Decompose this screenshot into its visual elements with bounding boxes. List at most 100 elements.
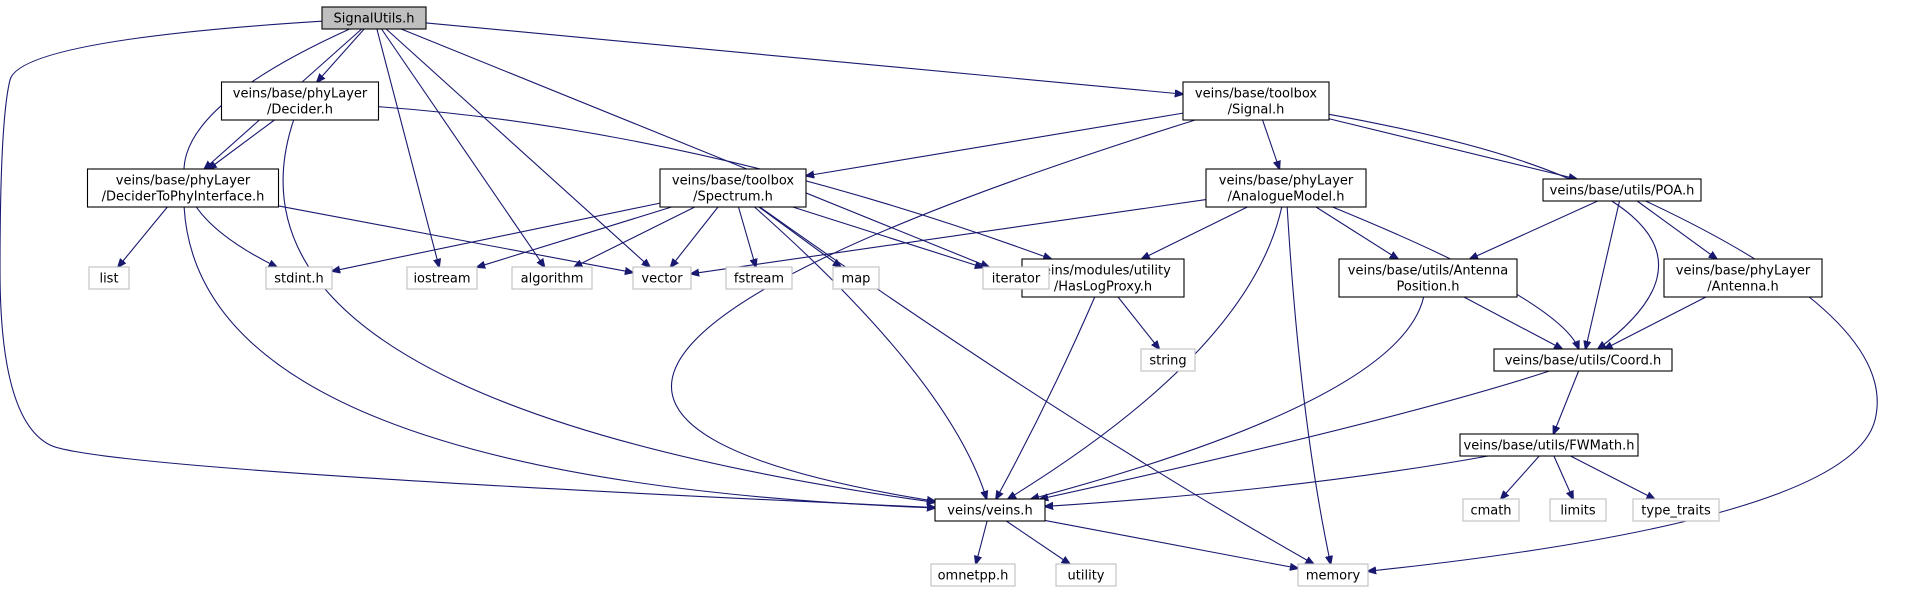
- node-cmath: cmath: [1462, 498, 1520, 522]
- edge-veins-to-omnetpp: [976, 520, 988, 564]
- node-fwmath[interactable]: veins/base/utils/FWMath.h: [1459, 433, 1639, 457]
- edge-antennapos-to-veins: [1031, 296, 1425, 499]
- node-label: omnetpp.h: [938, 569, 1009, 584]
- edge-layer: [0, 20, 1878, 571]
- edge-decider-to-haslogproxy: [378, 106, 1052, 259]
- node-label: Position.h: [1397, 280, 1460, 295]
- node-label: stdint.h: [274, 272, 323, 287]
- node-analogue[interactable]: veins/base/phyLayer/AnalogueModel.h: [1205, 168, 1367, 208]
- node-label: /Decider.h: [267, 103, 333, 118]
- node-label: veins/base/toolbox: [1195, 87, 1317, 102]
- node-box: [1055, 563, 1117, 587]
- edge-signal-to-coord: [1328, 113, 1659, 349]
- edge-haslogproxy-to-veins: [996, 296, 1096, 499]
- node-label: veins/modules/utility: [1035, 264, 1171, 279]
- node-layer: SignalUtils.h veins/base/phyLayer/Decider…: [86, 6, 1823, 587]
- node-veins[interactable]: veins/veins.h: [934, 498, 1046, 522]
- edge-signalutils-to-signal: [425, 22, 1183, 94]
- edge-signalutils-to-iterator: [400, 28, 989, 267]
- edge-decidertophy-to-vector: [278, 205, 634, 273]
- node-iostream: iostream: [406, 266, 478, 290]
- node-vector: vector: [632, 266, 692, 290]
- node-label: veins/base/toolbox: [672, 174, 794, 189]
- node-label: /Spectrum.h: [693, 190, 773, 205]
- node-label: SignalUtils.h: [334, 12, 415, 27]
- edge-analogue-to-vector: [691, 198, 1207, 274]
- edge-analogue-to-antennapos: [1315, 206, 1398, 259]
- node-box: [1205, 168, 1367, 208]
- node-box: [1632, 498, 1720, 522]
- edge-spectrum-to-iostream: [477, 206, 672, 267]
- node-label: vector: [641, 272, 683, 287]
- node-limits: limits: [1549, 498, 1607, 522]
- node-box: [1297, 563, 1369, 587]
- edge-decider-to-veins: [282, 119, 935, 502]
- node-poa[interactable]: veins/base/utils/POA.h: [1542, 178, 1702, 202]
- node-label: /Signal.h: [1228, 103, 1285, 118]
- edge-poa-to-antenna: [1636, 200, 1717, 259]
- node-box: [1140, 348, 1196, 372]
- node-map: map: [832, 266, 880, 290]
- node-string: string: [1140, 348, 1196, 372]
- node-box: [1459, 433, 1639, 457]
- node-label: algorithm: [521, 272, 584, 287]
- edge-poa-to-antennapos: [1470, 200, 1598, 259]
- edge-coord-to-fwmath: [1553, 370, 1580, 434]
- edge-decidertophy-to-veins: [183, 206, 935, 508]
- edge-spectrum-to-iterator: [792, 206, 983, 268]
- edge-fwmath-to-type-traits: [1570, 455, 1654, 499]
- node-label: veins/base/phyLayer: [116, 174, 251, 189]
- node-box: [1338, 258, 1518, 298]
- edge-signal-to-poa: [1328, 118, 1577, 179]
- node-box: [930, 563, 1016, 587]
- edge-signalutils-to-veins: [0, 20, 935, 507]
- edge-fwmath-to-limits: [1553, 455, 1573, 499]
- node-spectrum[interactable]: veins/base/toolbox/Spectrum.h: [659, 168, 807, 208]
- node-label: veins/base/utils/Coord.h: [1505, 354, 1662, 369]
- node-box: [511, 266, 593, 290]
- edge-spectrum-to-stdint: [332, 202, 661, 271]
- node-box: [88, 266, 130, 290]
- node-signalutils[interactable]: SignalUtils.h: [321, 6, 427, 30]
- node-box: [1182, 81, 1330, 121]
- node-box: [1493, 348, 1673, 372]
- node-iterator: iterator: [982, 266, 1050, 290]
- node-label: iterator: [992, 272, 1041, 287]
- edge-antennapos-to-coord: [1463, 296, 1562, 349]
- edge-analogue-to-memory: [1286, 206, 1331, 564]
- node-box: [832, 266, 880, 290]
- node-label: memory: [1306, 569, 1361, 584]
- node-coord[interactable]: veins/base/utils/Coord.h: [1493, 348, 1673, 372]
- edge-signalutils-to-decider: [317, 28, 365, 82]
- node-label: /HasLogProxy.h: [1054, 280, 1152, 295]
- node-signal[interactable]: veins/base/toolbox/Signal.h: [1182, 81, 1330, 121]
- edge-signalutils-to-vector: [385, 28, 650, 267]
- node-box: [1663, 258, 1823, 298]
- node-label: type_traits: [1641, 504, 1711, 519]
- node-label: fstream: [734, 272, 784, 287]
- node-box: [1462, 498, 1520, 522]
- node-box: [982, 266, 1050, 290]
- node-box: [725, 266, 793, 290]
- node-decidertophy[interactable]: veins/base/phyLayer/DeciderToPhyInterfac…: [86, 168, 280, 208]
- node-box: [86, 168, 280, 208]
- node-box: [659, 168, 807, 208]
- edge-spectrum-to-veins: [754, 206, 986, 499]
- edge-signal-to-analogue: [1262, 119, 1280, 169]
- edge-signalutils-to-iostream: [376, 28, 439, 267]
- node-label: map: [842, 272, 871, 287]
- node-antenna[interactable]: veins/base/phyLayer/Antenna.h: [1663, 258, 1823, 298]
- node-decider[interactable]: veins/base/phyLayer/Decider.h: [220, 81, 380, 121]
- node-label: veins/base/phyLayer: [1676, 264, 1811, 279]
- node-label: veins/base/phyLayer: [1219, 174, 1354, 189]
- node-memory: memory: [1297, 563, 1369, 587]
- node-label: iostream: [413, 272, 470, 287]
- edge-spectrum-to-vector: [671, 206, 719, 267]
- edge-spectrum-to-map: [758, 206, 841, 267]
- node-label: limits: [1560, 504, 1596, 519]
- node-omnetpp: omnetpp.h: [930, 563, 1016, 587]
- node-box: [406, 266, 478, 290]
- edge-coord-to-veins: [1040, 370, 1550, 499]
